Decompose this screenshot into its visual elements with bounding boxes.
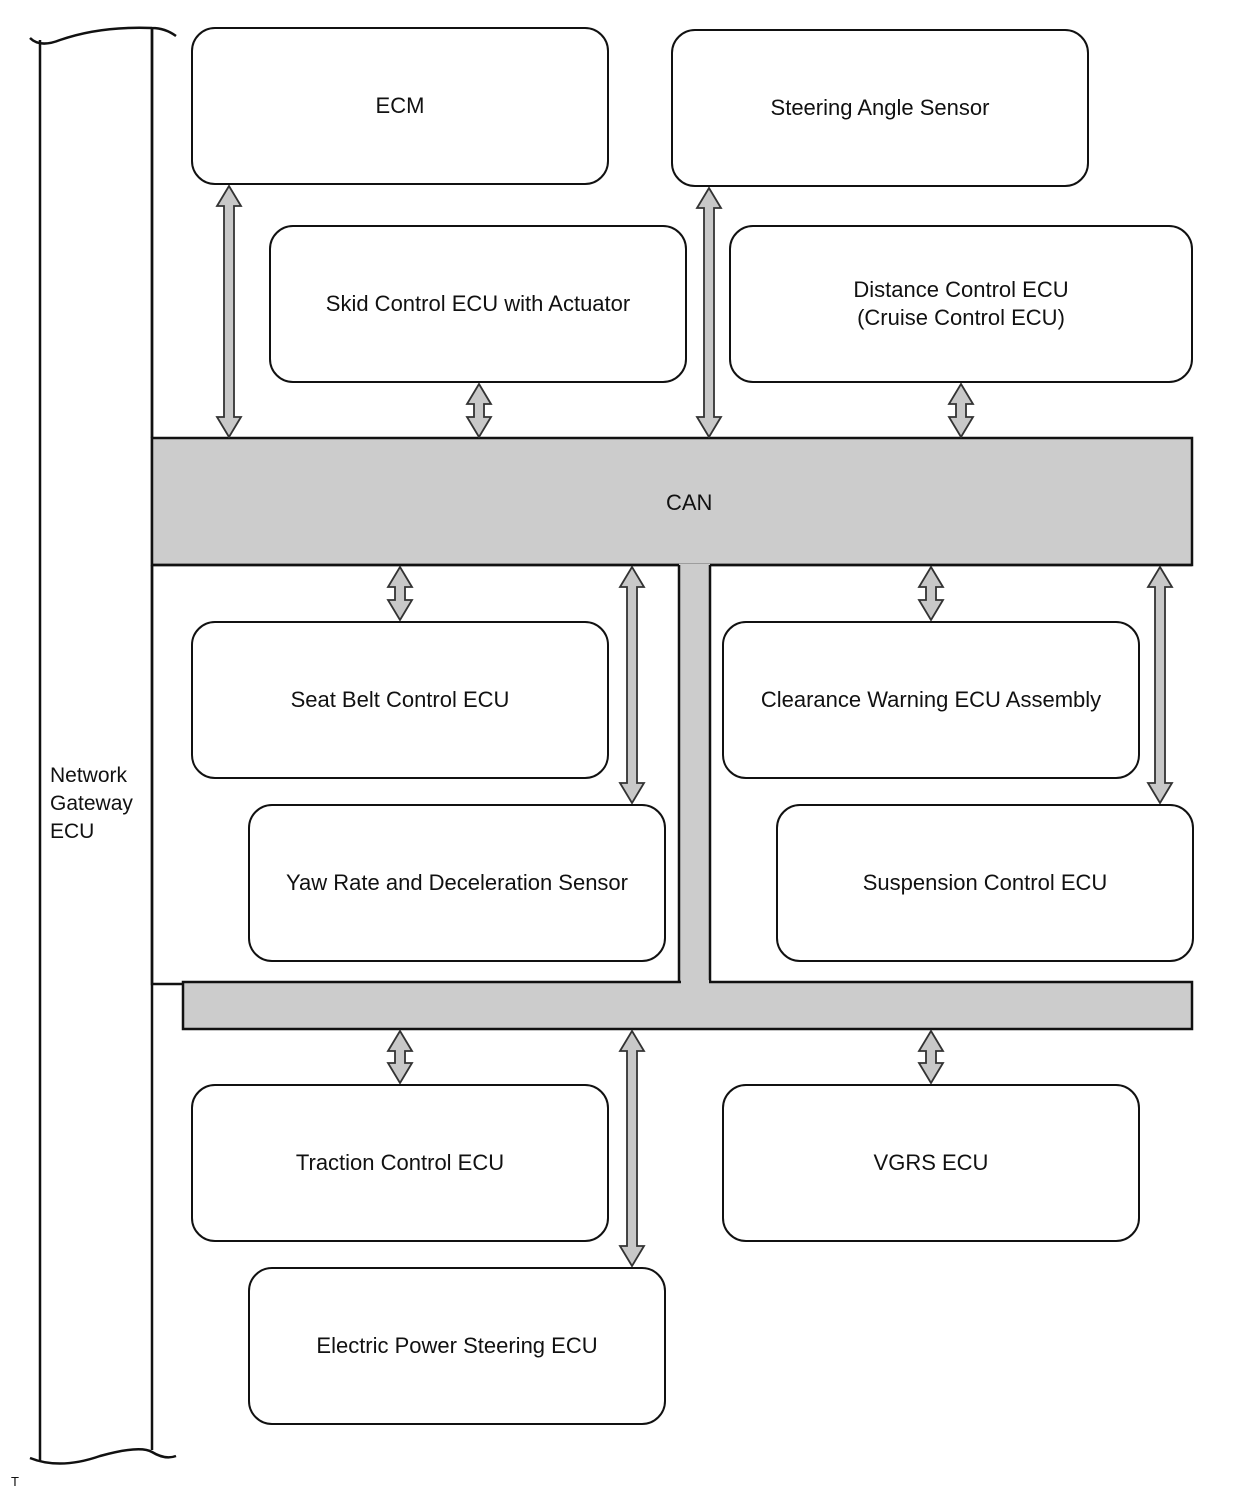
suspension-control-ecu-box: Suspension Control ECU — [776, 804, 1194, 962]
seat-belt-control-ecu-label: Seat Belt Control ECU — [290, 687, 510, 712]
can-bus-bar — [150, 436, 1194, 567]
gateway-bracket — [29, 26, 177, 1465]
steering-angle-sensor-box: Steering Angle Sensor — [671, 29, 1089, 187]
arrow-bus-vgrs — [917, 1029, 945, 1085]
lower-bus-bar — [181, 980, 1194, 1031]
gateway-line-3: ECU — [50, 820, 95, 843]
arrow-distance-can — [947, 382, 975, 439]
electric-power-steering-ecu-box: Electric Power Steering ECU — [248, 1267, 666, 1425]
yaw-rate-sensor-label: Yaw Rate and Deceleration Sensor — [285, 870, 628, 895]
left-subregion-frame — [150, 565, 183, 986]
skid-control-ecu-box: Skid Control ECU with Actuator — [269, 225, 687, 383]
yaw-rate-sensor-box: Yaw Rate and Deceleration Sensor — [248, 804, 666, 962]
arrow-can-clearance — [917, 565, 945, 622]
vgrs-ecu-label: VGRS ECU — [873, 1150, 989, 1175]
distance-control-ecu-box: Distance Control ECU (Cruise Control ECU… — [729, 225, 1193, 383]
steering-angle-sensor-label: Steering Angle Sensor — [770, 95, 990, 120]
cruise-control-ecu-label: (Cruise Control ECU) — [857, 305, 1065, 330]
arrow-can-suspension — [1146, 565, 1174, 805]
arrow-ecm-can — [215, 184, 243, 439]
arrow-bus-traction — [386, 1029, 414, 1085]
ecm-label: ECM — [375, 93, 425, 118]
vgrs-ecu-box: VGRS ECU — [722, 1084, 1140, 1242]
can-trunk — [677, 564, 712, 984]
arrow-can-yaw — [618, 565, 646, 805]
skid-control-ecu-label: Skid Control ECU with Actuator — [325, 291, 631, 316]
arrow-bus-eps — [618, 1029, 646, 1268]
gateway-line-2: Gateway — [50, 792, 133, 815]
suspension-control-ecu-label: Suspension Control ECU — [862, 870, 1108, 895]
arrow-skid-can — [465, 382, 493, 439]
traction-control-ecu-box: Traction Control ECU — [191, 1084, 609, 1242]
clearance-warning-ecu-label: Clearance Warning ECU Assembly — [760, 687, 1102, 712]
distance-control-ecu-label: Distance Control ECU — [853, 277, 1069, 302]
seat-belt-control-ecu-box: Seat Belt Control ECU — [191, 621, 609, 779]
network-gateway-ecu-label: Network Gateway ECU — [50, 762, 133, 846]
arrow-can-seatbelt — [386, 565, 414, 622]
clearance-warning-ecu-box: Clearance Warning ECU Assembly — [722, 621, 1140, 779]
can-bus-label: CAN — [666, 490, 713, 515]
corner-mark: T — [11, 1474, 19, 1489]
traction-control-ecu-label: Traction Control ECU — [295, 1150, 505, 1175]
gateway-line-1: Network — [50, 764, 128, 787]
arrow-steering-can — [695, 186, 723, 439]
electric-power-steering-ecu-label: Electric Power Steering ECU — [316, 1333, 598, 1358]
ecm-box: ECM — [191, 27, 609, 185]
